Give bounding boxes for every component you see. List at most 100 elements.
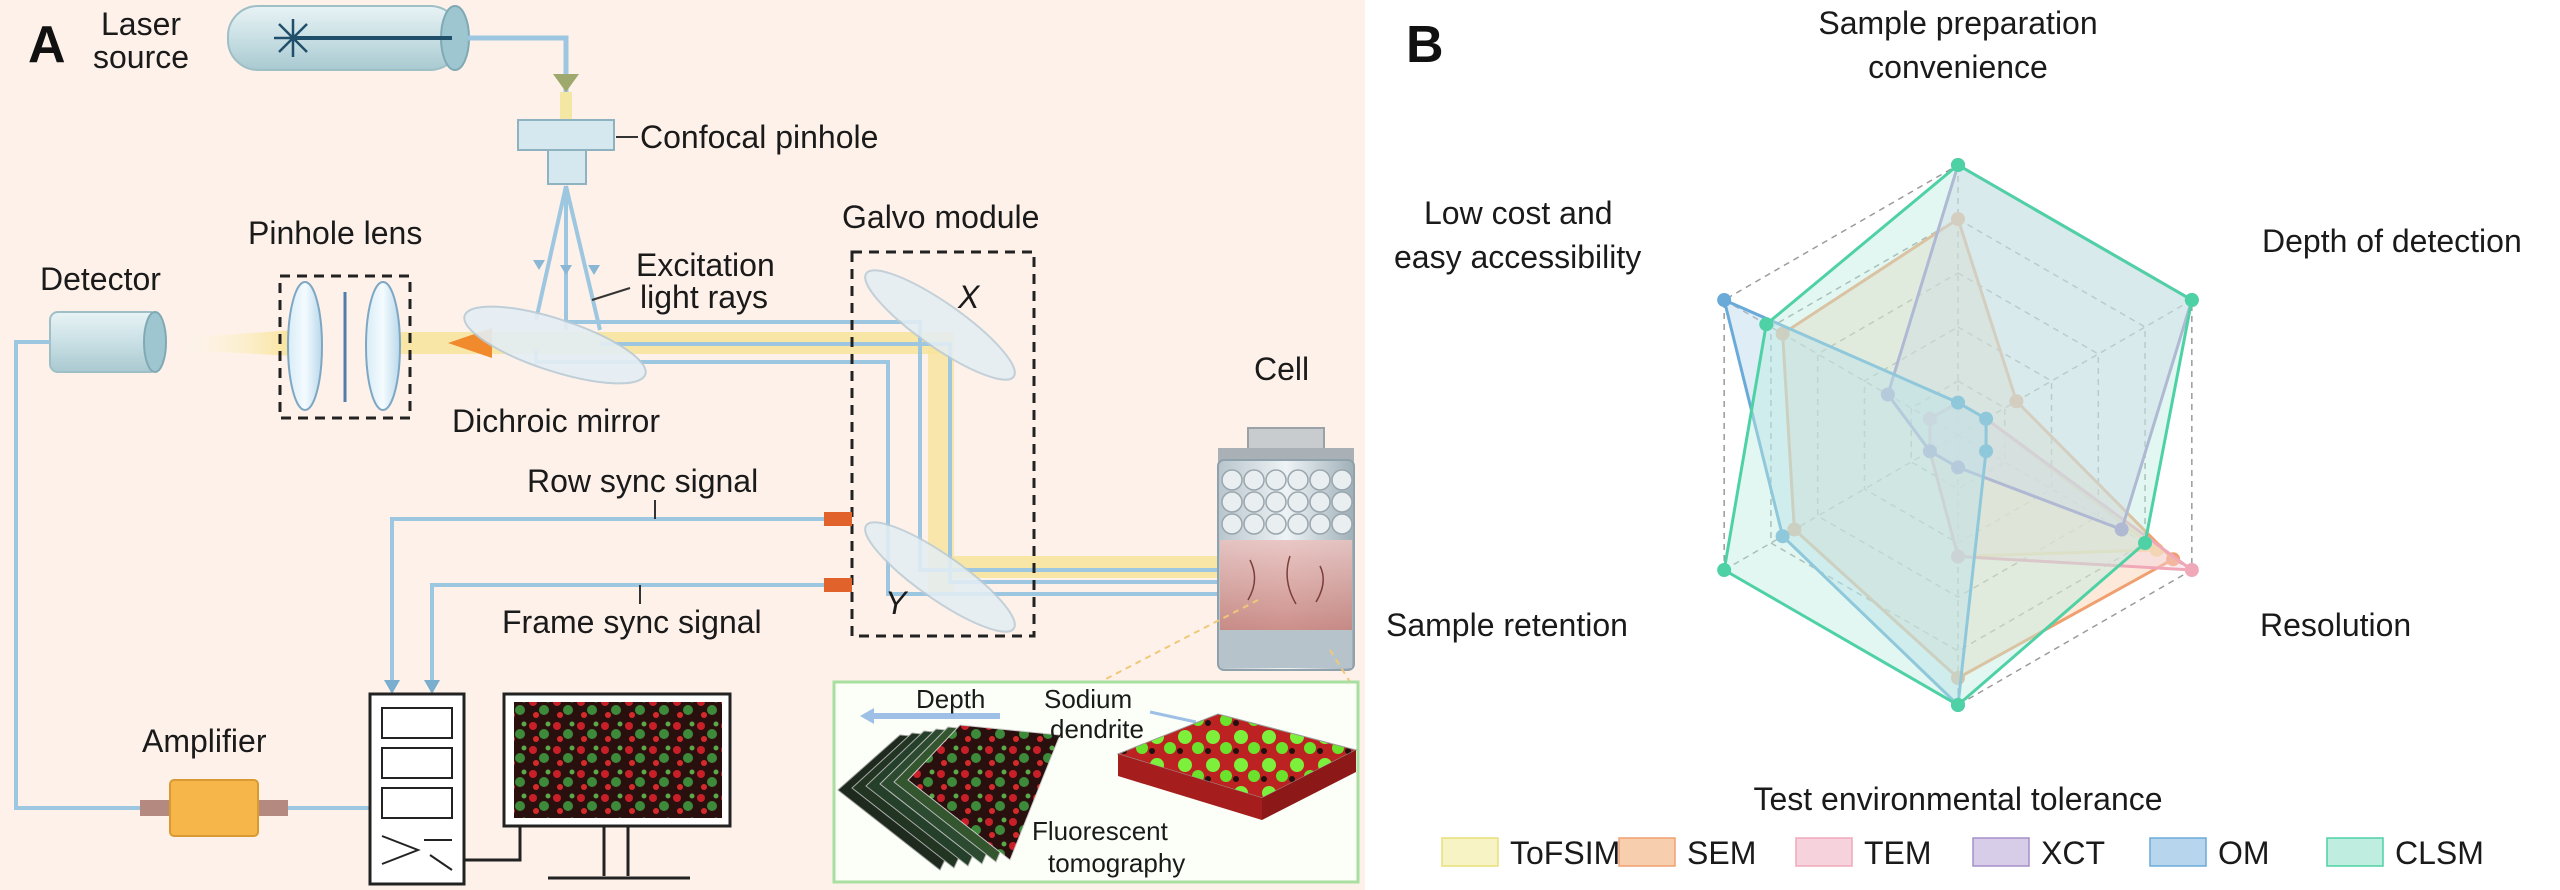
tomography-stack bbox=[837, 724, 1061, 871]
legend-swatch-tofsims bbox=[1441, 837, 1499, 867]
detection-beam-to-cell bbox=[940, 556, 1270, 578]
series-sem-point-5 bbox=[1787, 522, 1802, 537]
frame-sync-port bbox=[824, 578, 852, 592]
legend-swatch-sem bbox=[1618, 837, 1676, 867]
excitation-rays bbox=[534, 185, 602, 331]
legend-label-om: OM bbox=[2218, 835, 2270, 871]
series-om-point-1 bbox=[1951, 395, 1965, 410]
legend-swatch-clsm bbox=[2326, 837, 2384, 867]
galvo-mirror-x bbox=[864, 269, 1016, 381]
galvo-module-box bbox=[850, 250, 1036, 638]
computer-tower bbox=[368, 692, 466, 886]
frame-sync-arrow-icon bbox=[424, 680, 440, 694]
panel-b-background bbox=[1365, 0, 2560, 890]
series-clsm-point-2 bbox=[2184, 293, 2199, 307]
beam-arrow-icon bbox=[553, 74, 579, 92]
lens-1 bbox=[287, 281, 323, 411]
legend-swatch-xct bbox=[1972, 837, 2030, 867]
radar-series bbox=[1717, 158, 2199, 712]
radar-spoke-5 bbox=[1723, 434, 1959, 571]
row-sync-label: Row sync signal bbox=[527, 463, 758, 499]
depth-arrow-icon bbox=[860, 708, 874, 724]
galvo-module-label: Galvo module bbox=[842, 199, 1039, 235]
laser-source bbox=[227, 5, 470, 71]
series-sem-point-3 bbox=[2166, 552, 2181, 567]
series-om-point-2 bbox=[1979, 411, 1994, 426]
cell bbox=[1217, 427, 1355, 671]
series-sem-point-2 bbox=[2009, 394, 2024, 409]
series-xct-point-4 bbox=[1951, 460, 1965, 475]
axis-label-sample-preparation-1: Sample preparation bbox=[1818, 5, 2097, 41]
fluorescent-label-1: Fluorescent bbox=[1032, 816, 1169, 846]
series-clsm-point-3 bbox=[2138, 536, 2153, 550]
galvo-mirror-y bbox=[864, 521, 1016, 633]
detector bbox=[49, 311, 167, 373]
legend-label-clsm: CLSM bbox=[2395, 835, 2484, 871]
excitation-label-1: Excitation bbox=[636, 247, 775, 283]
galvo-y-label: Y bbox=[885, 585, 909, 621]
row-sync-port bbox=[824, 512, 852, 526]
series-clsm-point-5 bbox=[1717, 563, 1732, 577]
series-clsm-point-1 bbox=[1951, 158, 1965, 172]
panel-b-letter: B bbox=[1406, 16, 1444, 74]
amplifier-label: Amplifier bbox=[142, 723, 267, 759]
galvo-x-label: X bbox=[957, 279, 981, 315]
row-sync-arrow-icon bbox=[384, 680, 400, 694]
row-sync-line bbox=[390, 517, 824, 686]
series-tem-point-6 bbox=[1922, 411, 1937, 426]
3d-reconstruction bbox=[1116, 713, 1358, 820]
radar-spoke-2 bbox=[1957, 299, 2193, 436]
inset-leader-1 bbox=[1099, 599, 1259, 683]
series-xct-point-3 bbox=[2114, 522, 2129, 537]
confocal-pinhole bbox=[517, 119, 615, 185]
lens-2 bbox=[365, 281, 401, 411]
series-xct-point-6 bbox=[1880, 387, 1895, 402]
beam-segment bbox=[560, 92, 572, 120]
fluorescent-label-2: tomography bbox=[1048, 848, 1185, 878]
sodium-label-2: dendrite bbox=[1050, 714, 1144, 744]
laser-source-label-2: source bbox=[93, 39, 189, 75]
amplifier bbox=[169, 779, 259, 837]
monitor-cable bbox=[464, 820, 522, 862]
radar-grid-ring-2 bbox=[1863, 326, 2053, 544]
series-tem-point-3 bbox=[2184, 563, 2199, 577]
legend-swatch-om bbox=[2149, 837, 2207, 867]
detection-beam-left bbox=[180, 330, 295, 356]
series-sem-point-6 bbox=[1775, 326, 1790, 341]
axis-label-low-cost-2: easy accessibility bbox=[1394, 239, 1641, 275]
series-clsm-point-6 bbox=[1759, 317, 1774, 332]
amplifier-connector-right bbox=[258, 800, 288, 816]
series-om-point-5 bbox=[1775, 529, 1790, 544]
amplifier-connector-left bbox=[140, 800, 170, 816]
axis-label-low-cost-1: Low cost and bbox=[1424, 195, 1613, 231]
legend-label-tem: TEM bbox=[1864, 835, 1932, 871]
detector-label: Detector bbox=[40, 261, 161, 297]
pinhole-lens-label: Pinhole lens bbox=[248, 215, 422, 251]
series-clsm-point-4 bbox=[1951, 698, 1965, 712]
axis-label-resolution: Resolution bbox=[2260, 607, 2411, 643]
axis-label-sample-retention: Sample retention bbox=[1386, 607, 1628, 643]
ray-arrows bbox=[533, 260, 600, 275]
series-sem-point-1 bbox=[1951, 212, 1965, 226]
legend-label-xct: XCT bbox=[2041, 835, 2105, 871]
confocal-pinhole-label: Confocal pinhole bbox=[640, 119, 878, 155]
legend-swatch-tem bbox=[1795, 837, 1853, 867]
detector-wire bbox=[14, 340, 140, 810]
sodium-pointer bbox=[1149, 710, 1197, 724]
cell-label: Cell bbox=[1254, 351, 1309, 387]
laser-burst-icon bbox=[274, 19, 312, 57]
series-om-point-3 bbox=[1979, 444, 1994, 459]
dichroic-mirror bbox=[463, 305, 647, 385]
axis-label-depth-of-detection: Depth of detection bbox=[2262, 223, 2522, 259]
axis-label-test-environmental-tolerance: Test environmental tolerance bbox=[1753, 781, 2162, 817]
sodium-label-1: Sodium bbox=[1044, 684, 1132, 714]
excitation-leader bbox=[591, 287, 631, 301]
frame-sync-label: Frame sync signal bbox=[502, 604, 762, 640]
monitor bbox=[502, 692, 732, 880]
radar-grid-ring-3 bbox=[1816, 272, 2100, 598]
series-om-point-6 bbox=[1717, 293, 1732, 307]
frame-sync-line bbox=[430, 583, 824, 686]
series-tem-point-4 bbox=[1951, 549, 1965, 564]
